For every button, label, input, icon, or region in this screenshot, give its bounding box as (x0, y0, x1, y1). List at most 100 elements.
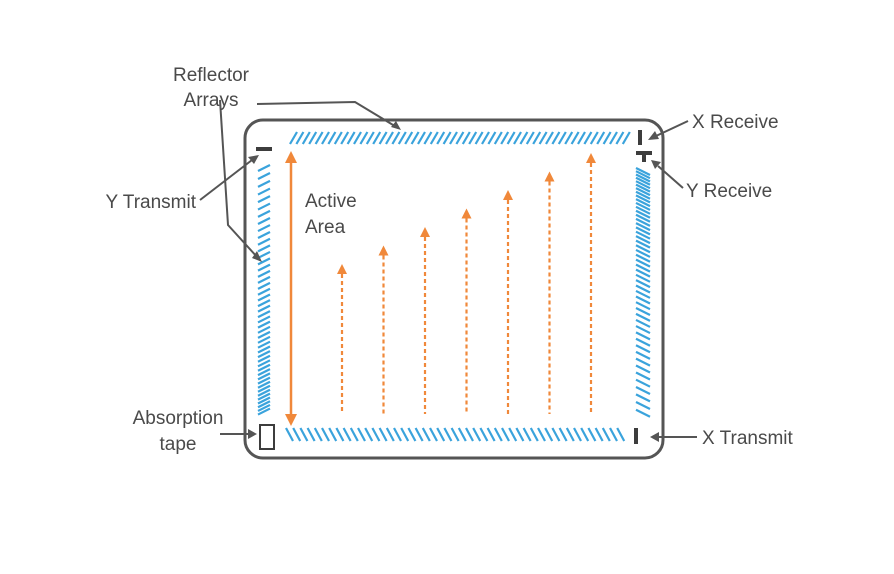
reflector-mark (635, 167, 651, 176)
reflector-mark (635, 401, 651, 410)
absorption-tape-label-line1: Absorption (133, 408, 224, 429)
reflector-mark (635, 378, 651, 388)
reflector-mark (537, 427, 546, 442)
reflector-mark (397, 131, 407, 145)
reflector-mark (570, 131, 580, 145)
reflector-mark (635, 279, 651, 289)
reflector-mark (635, 331, 651, 341)
reflector-mark (501, 427, 510, 442)
reflector-mark (257, 400, 271, 409)
reflector-mark (257, 407, 271, 416)
reflector-mark (257, 237, 271, 246)
reflector-mark (257, 350, 271, 359)
reflector-mark (487, 131, 497, 145)
reflector-mark (257, 345, 271, 354)
reflector-mark (257, 217, 271, 226)
reflector-mark (257, 363, 271, 372)
reflector-mark (414, 427, 424, 442)
reflector-mark (257, 384, 271, 393)
reflector-mark (635, 258, 651, 268)
reflector-mark (635, 187, 651, 197)
reflector-mark (410, 131, 420, 145)
reflector-mark (257, 315, 271, 324)
reflector-mark (635, 198, 651, 208)
reflector-mark (616, 427, 626, 442)
reflector-mark (596, 131, 606, 145)
reflector-mark (378, 427, 388, 442)
reflector-mark (257, 202, 271, 211)
reflector-mark (635, 268, 651, 278)
reflector-mark (635, 385, 651, 395)
x-receive-pointer (655, 120, 689, 137)
wave-arrow (378, 245, 389, 414)
wave-arrow (337, 264, 347, 414)
reflector-mark (391, 131, 401, 145)
reflector-pointer-left-head (252, 251, 262, 262)
reflector-mark (635, 213, 651, 223)
y-receive-label: Y Receive (686, 181, 772, 202)
reflector-mark (635, 253, 651, 263)
wave-arrow-head (337, 264, 347, 274)
reflector-mark (342, 427, 352, 442)
reflector-mark (493, 131, 503, 145)
reflector-mark (357, 427, 366, 442)
wave-arrow (503, 190, 513, 414)
absorption-tape-label-line2: tape (160, 434, 197, 455)
reflector-mark (333, 131, 343, 145)
reflector-mark (609, 131, 618, 145)
reflector-mark (621, 131, 631, 145)
reflector-mark (257, 187, 271, 196)
reflector-mark (372, 131, 382, 145)
active-area-label-line1: Active (305, 191, 357, 212)
reflector-mark (257, 269, 271, 278)
reflector-mark (257, 388, 271, 397)
reflector-mark (407, 427, 417, 442)
reflector-mark (436, 427, 446, 442)
reflector-mark (289, 131, 298, 145)
y-transmit-label: Y Transmit (106, 192, 197, 213)
reflector-mark (404, 131, 414, 145)
reflector-mark (602, 131, 612, 145)
reflector-mark (455, 131, 465, 145)
reflector-mark (308, 131, 318, 145)
reflector-mark (500, 131, 510, 145)
reflector-mark (577, 131, 586, 145)
reflector-mark (545, 131, 554, 145)
reflector-mark (257, 293, 271, 302)
reflector-mark (359, 131, 369, 145)
absorption-pointer-head (248, 429, 257, 439)
reflector-mark (635, 344, 651, 354)
wave-arrow-head (420, 227, 430, 237)
reflector-mark (635, 173, 651, 183)
reflector-mark (557, 131, 567, 145)
reflector-mark (515, 427, 525, 442)
reflector-mark (635, 222, 651, 232)
y-receive-pointer (657, 165, 684, 189)
reflector-mark (340, 131, 350, 145)
reflector-mark (472, 427, 482, 442)
reflector-array-right (635, 167, 651, 418)
reflector-mark (635, 284, 651, 294)
reflector-mark (468, 131, 478, 145)
reflector-mark (313, 427, 323, 442)
reflector-mark (573, 427, 582, 442)
reflector-pointer-left (219, 99, 259, 259)
reflector-mark (594, 427, 604, 442)
reflector-mark (257, 392, 271, 401)
reflector-mark (615, 131, 625, 145)
reflector-mark (635, 337, 651, 347)
reflector-mark (257, 376, 271, 385)
reflector-mark (587, 427, 597, 442)
y-receive-transducer (636, 151, 652, 162)
reflector-mark (353, 131, 362, 145)
reflector-mark (314, 131, 324, 145)
reflector-mark (457, 427, 467, 442)
reflector-mark (635, 371, 651, 381)
reflector-mark (635, 176, 651, 186)
reflector-mark (321, 427, 330, 442)
reflector-mark (449, 131, 458, 145)
wave-arrow-head (503, 190, 513, 200)
reflector-mark (257, 372, 271, 381)
reflector-mark (538, 131, 548, 145)
reflector-mark (257, 164, 271, 172)
